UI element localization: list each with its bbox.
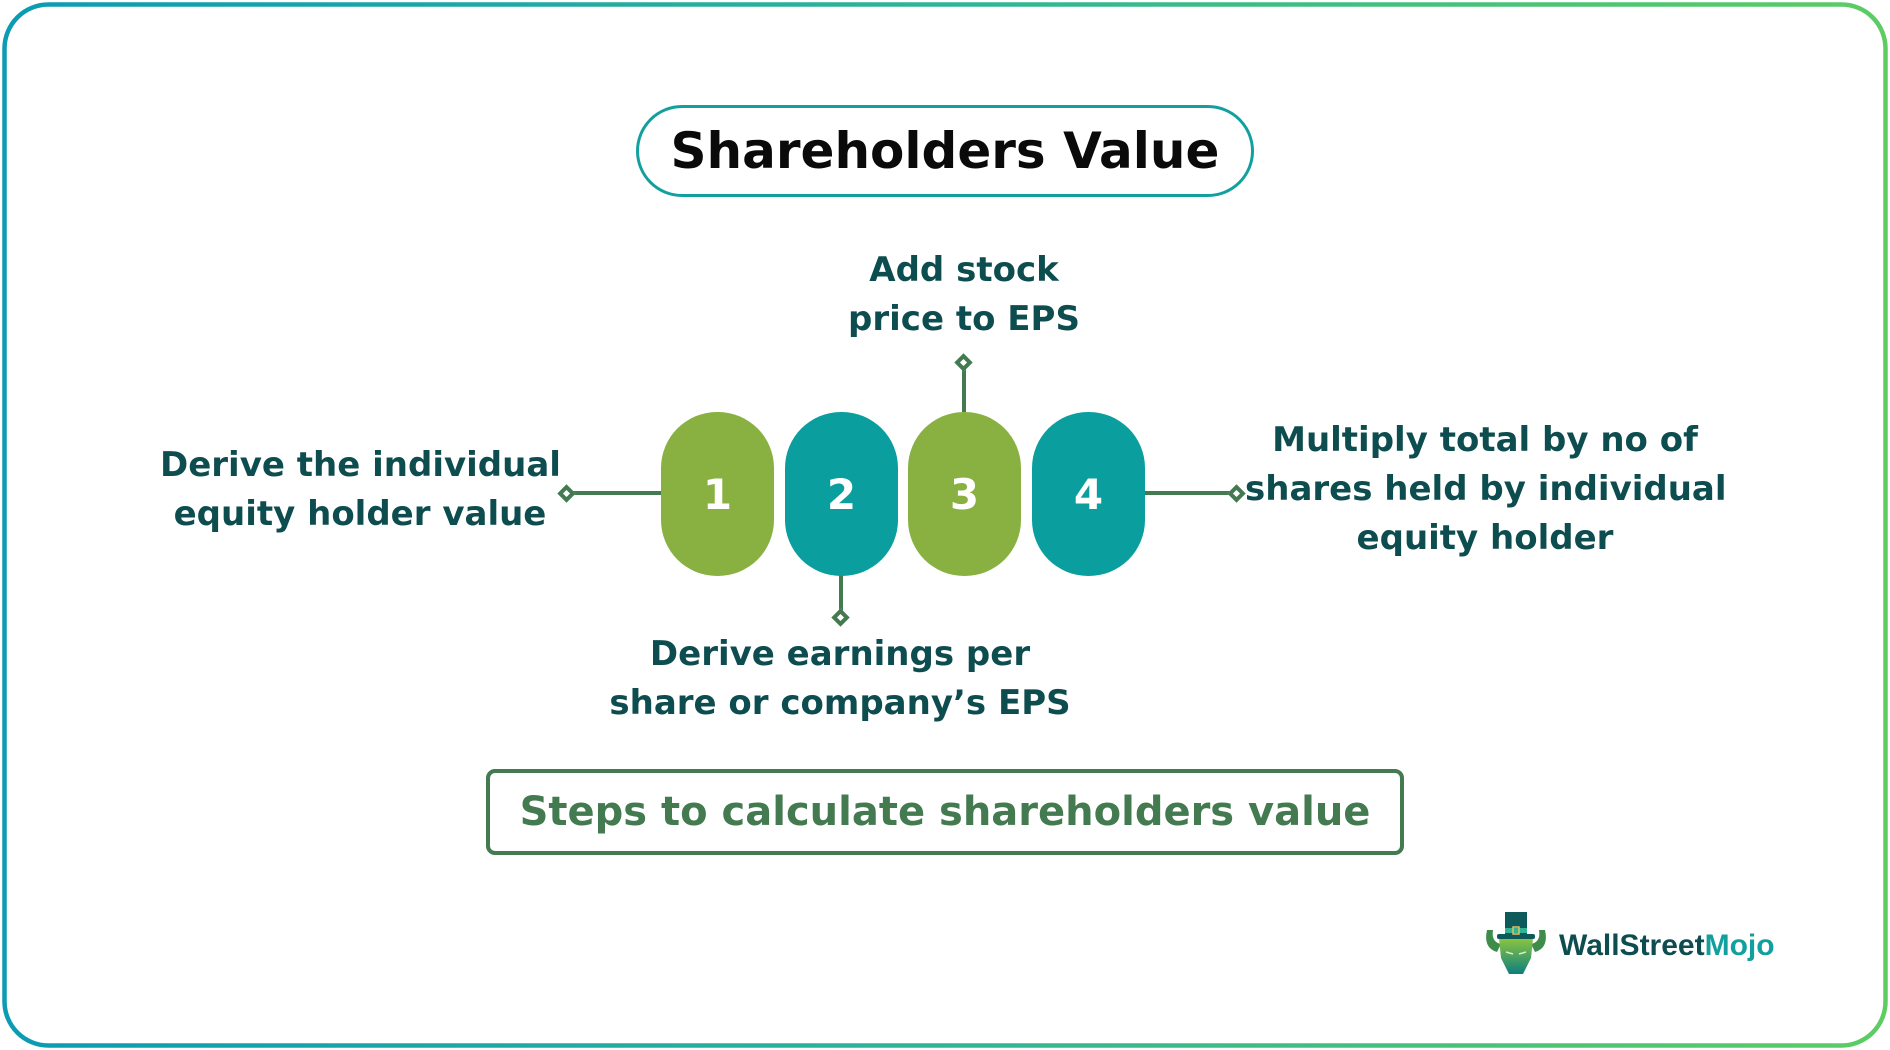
step-4-label: Multiply total by no of shares held by i… <box>1245 416 1727 563</box>
caption-text: Steps to calculate shareholders value <box>519 789 1371 835</box>
logo-text-part-1: WallStreet <box>1559 929 1705 962</box>
logo-text-part-2: Mojo <box>1704 929 1775 962</box>
step-1-label-line-1: Derive the individual <box>160 445 561 485</box>
step-1-pill: 1 <box>661 412 774 576</box>
title-pill: Shareholders Value <box>636 105 1254 197</box>
step-4-pill: 4 <box>1032 412 1145 576</box>
connector-step-2 <box>839 575 843 617</box>
step-4-label-line-1: Multiply total by no of <box>1272 420 1698 460</box>
step-2-number: 2 <box>826 469 857 519</box>
step-3-number: 3 <box>949 469 980 519</box>
step-3-label-line-2: price to EPS <box>848 299 1080 339</box>
step-4-label-line-2: shares held by individual <box>1245 469 1727 509</box>
connector-step-4 <box>1144 491 1236 495</box>
page-title: Shareholders Value <box>670 122 1220 180</box>
connector-step-3 <box>962 366 966 412</box>
step-3-label-line-1: Add stock <box>869 250 1059 290</box>
bull-with-top-hat-icon <box>1483 908 1549 984</box>
step-2-label-line-1: Derive earnings per <box>649 634 1031 674</box>
logo-wordmark: WallStreetMojo <box>1559 929 1775 963</box>
step-2-pill: 2 <box>785 412 898 576</box>
step-1-label: Derive the individual equity holder valu… <box>160 441 561 539</box>
step-3-pill: 3 <box>908 412 1021 576</box>
caption-box: Steps to calculate shareholders value <box>486 769 1404 855</box>
step-3-label: Add stock price to EPS <box>814 246 1114 344</box>
step-4-number: 4 <box>1073 469 1104 519</box>
step-4-label-line-3: equity holder <box>1356 518 1614 558</box>
wallstreetmojo-logo: WallStreetMojo <box>1483 910 1775 982</box>
step-2-label: Derive earnings per share or company’s E… <box>600 630 1080 728</box>
connector-step-1 <box>570 491 662 495</box>
step-1-label-line-2: equity holder value <box>173 494 547 534</box>
step-1-number: 1 <box>702 469 733 519</box>
step-2-label-line-2: share or company’s EPS <box>609 683 1071 723</box>
